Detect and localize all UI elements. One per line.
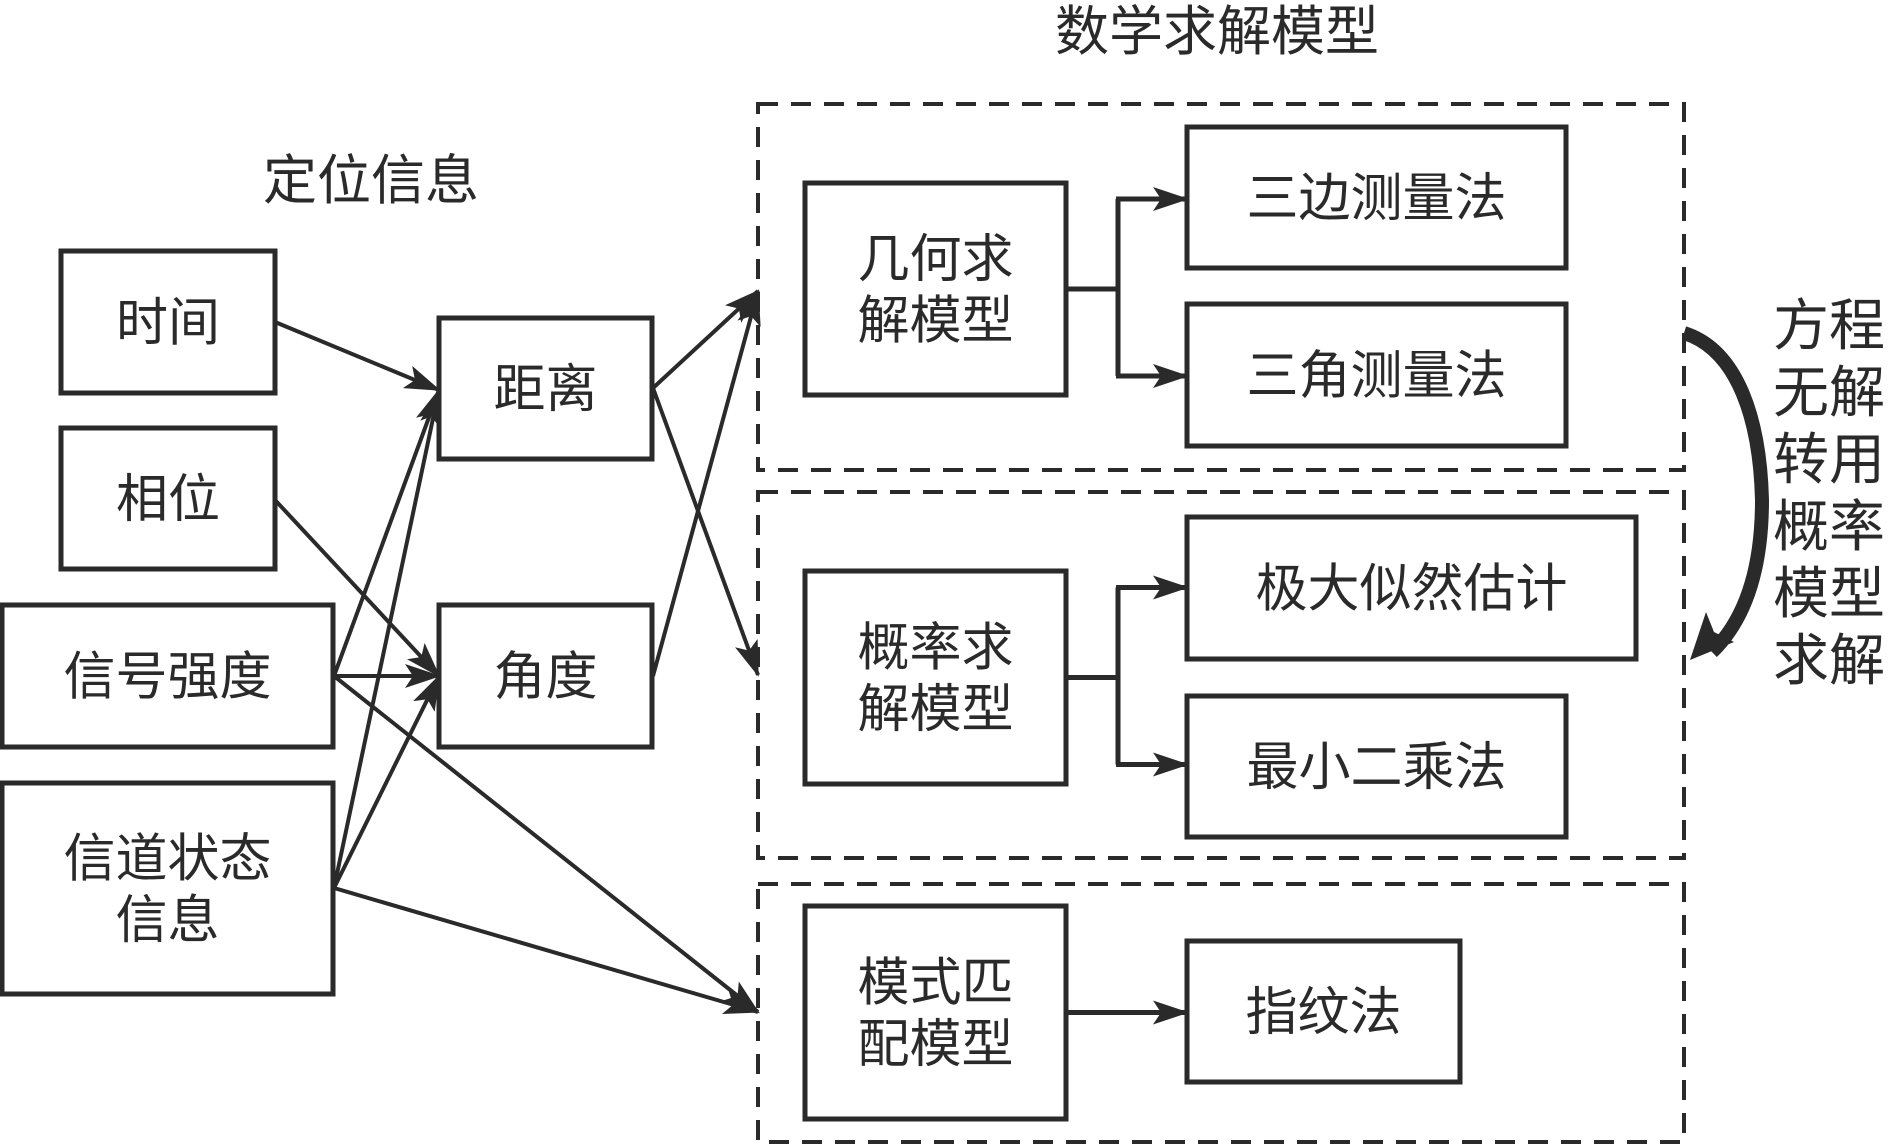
input-node-time-label: 时间 xyxy=(116,294,220,354)
input-node-csi-label: 信道状态 xyxy=(63,830,271,890)
probabilistic-group-frame xyxy=(756,490,1686,860)
probabilistic-method-node: 最小二乘法 xyxy=(1184,693,1569,840)
fallback-note-line: 转用 xyxy=(1773,428,1885,493)
pattern-group-frame xyxy=(756,882,1686,1144)
fallback-note-line: 方程 xyxy=(1773,294,1885,359)
edge-angle-to-geometric xyxy=(651,289,761,677)
fallback-note-line: 模型 xyxy=(1773,562,1885,627)
fallback-arrowhead xyxy=(1690,612,1734,660)
dashed-groups xyxy=(756,102,1686,1144)
pattern-method-node-label: 指纹法 xyxy=(1245,983,1401,1043)
edge-csi-to-angle xyxy=(332,674,441,889)
edge-csi-to-distance xyxy=(332,388,444,889)
geometric-method-node-frame xyxy=(1184,301,1569,449)
measurement-node-angle: 角度 xyxy=(436,602,655,750)
fallback-note-line: 无解 xyxy=(1773,361,1885,426)
measurement-node-angle-frame xyxy=(436,602,655,750)
input-node-phase: 相位 xyxy=(58,425,278,572)
pattern-model-node-label: 模式匹 xyxy=(857,954,1013,1014)
probabilistic-method-node-frame xyxy=(1184,693,1569,840)
geometric-method-node-label: 三角测量法 xyxy=(1246,347,1506,407)
input-node-phase-frame xyxy=(58,425,278,572)
edge-time-to-distance xyxy=(274,320,441,392)
input-node-phase-label: 相位 xyxy=(116,470,220,530)
fallback-curved-arrow xyxy=(1681,326,1770,658)
edges xyxy=(273,187,1189,1025)
input-node-signal-strength-frame xyxy=(0,602,336,750)
probabilistic-model-node-frame xyxy=(802,568,1069,787)
geometric-model-node-frame xyxy=(802,180,1069,398)
pattern-method-node: 指纹法 xyxy=(1184,938,1463,1085)
measurement-node-angle-label: 角度 xyxy=(493,648,597,708)
fallback-note-line: 求解 xyxy=(1773,629,1885,694)
probabilistic-method-node-frame xyxy=(1184,514,1639,662)
geometric-model-node-label: 解模型 xyxy=(857,291,1013,351)
probabilistic-method-node-label: 最小二乘法 xyxy=(1246,738,1506,798)
geometric-method-node-frame xyxy=(1184,124,1569,271)
solving-models-title: 数学求解模型 xyxy=(1055,0,1379,63)
input-node-time: 时间 xyxy=(58,248,278,396)
input-node-signal-strength-label: 信号强度 xyxy=(63,648,271,708)
measurement-node-distance-frame xyxy=(436,315,655,462)
fallback-note-line: 概率 xyxy=(1773,495,1885,560)
geometric-method-node-label: 三边测量法 xyxy=(1246,169,1506,229)
geometric-model-node-label: 几何求 xyxy=(857,230,1013,290)
input-node-signal-strength: 信号强度 xyxy=(0,602,336,750)
input-node-csi-frame xyxy=(0,780,336,997)
edge-csi-to-pattern xyxy=(333,886,760,1014)
probabilistic-model-node-label: 解模型 xyxy=(857,680,1013,740)
probabilistic-method-node-label: 极大似然估计 xyxy=(1255,560,1567,620)
edge-signal-strength-to-distance xyxy=(332,388,441,677)
edge-distance-to-geometric xyxy=(651,289,760,390)
pattern-model-node-frame xyxy=(802,903,1069,1122)
pattern-model-node-label: 配模型 xyxy=(857,1015,1013,1075)
edge-distance-to-probabilistic xyxy=(651,387,760,677)
measurement-node-distance: 距离 xyxy=(436,315,655,462)
geometric-method-node: 三角测量法 xyxy=(1184,301,1569,449)
nodes: 时间相位信号强度信道状态信息距离角度几何求解模型三边测量法三角测量法概率求解模型… xyxy=(0,124,1639,1122)
probabilistic-model-node-label: 概率求 xyxy=(857,619,1013,679)
probabilistic-method-node: 极大似然估计 xyxy=(1184,514,1639,662)
input-node-time-frame xyxy=(58,248,278,396)
measurement-node-distance-label: 距离 xyxy=(493,360,597,420)
geometric-method-node: 三边测量法 xyxy=(1184,124,1569,271)
edge-signal-strength-to-pattern xyxy=(332,674,760,1014)
input-node-csi-label: 信息 xyxy=(115,891,219,951)
geometric-group-frame xyxy=(756,102,1686,472)
positioning-info-title: 定位信息 xyxy=(263,149,479,212)
pattern-method-node-frame xyxy=(1184,938,1463,1085)
edge-phase-to-angle xyxy=(273,498,441,678)
